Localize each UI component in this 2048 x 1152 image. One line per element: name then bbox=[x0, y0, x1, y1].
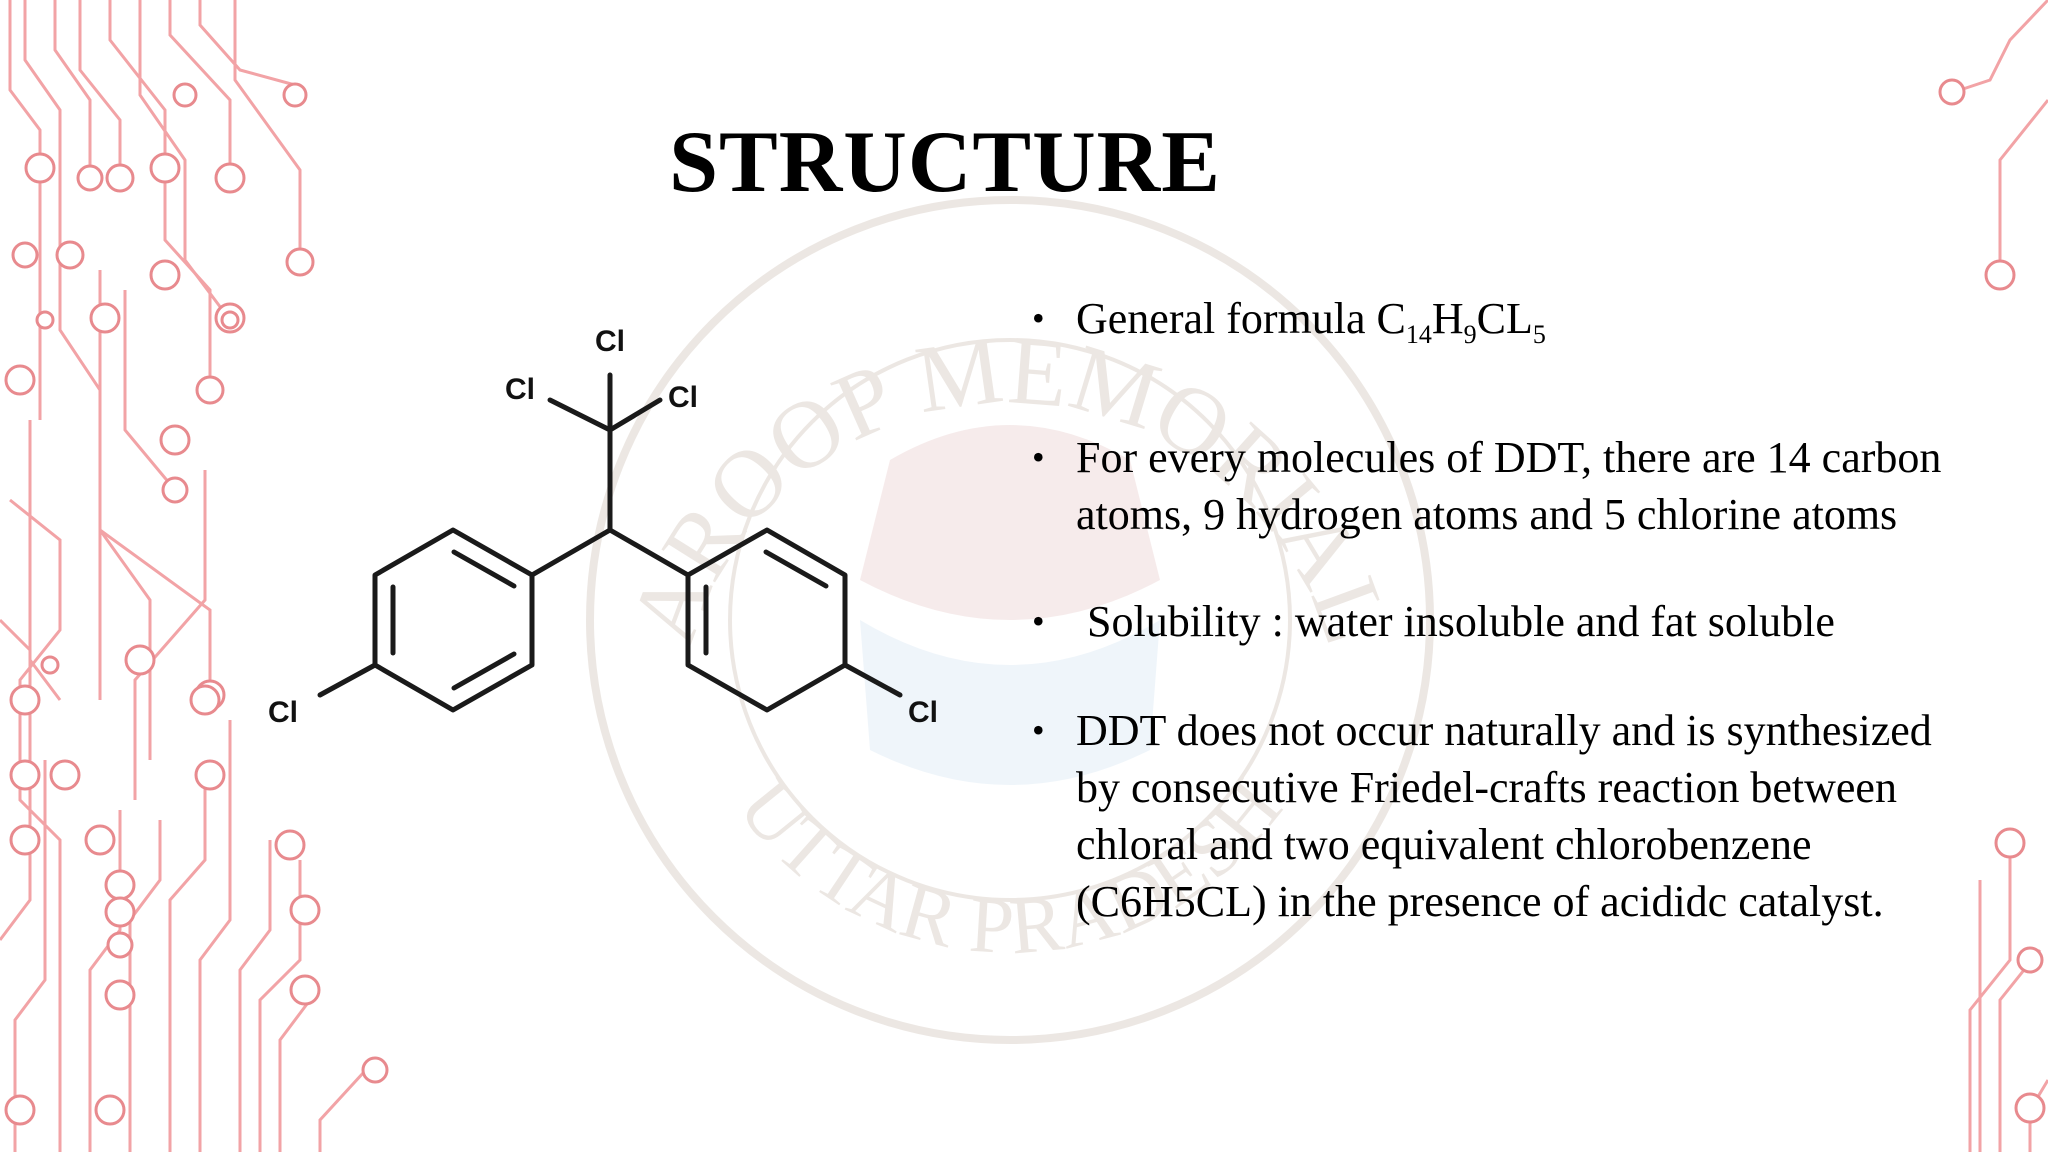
atom-label-cl-top: Cl bbox=[595, 325, 625, 358]
atom-label-cl-left: Cl bbox=[505, 373, 535, 406]
bullet-dot: • bbox=[1032, 437, 1045, 477]
bullet-solubility: • Solubility : water insoluble and fat s… bbox=[1020, 593, 1950, 650]
slide-title: STRUCTURE bbox=[669, 114, 1221, 211]
bullet-text: Solubility : water insoluble and fat sol… bbox=[1076, 597, 1835, 646]
formula-subscript-h: 9 bbox=[1463, 320, 1477, 349]
bullet-general-formula: • General formula C14H9CL5 bbox=[1020, 290, 1950, 363]
formula-subscript-c: 14 bbox=[1405, 320, 1432, 349]
circuit-decoration-right bbox=[1938, 0, 2048, 1152]
bullet-atom-counts: • For every molecules of DDT, there are … bbox=[1020, 429, 1950, 543]
bullet-text: For every molecules of DDT, there are 14… bbox=[1076, 433, 1942, 539]
bullet-text: DDT does not occur naturally and is synt… bbox=[1076, 706, 1932, 926]
formula-prefix: General formula bbox=[1076, 294, 1377, 343]
bullet-dot: • bbox=[1032, 710, 1045, 750]
formula-element-cl: CL bbox=[1476, 294, 1533, 343]
formula-element-h: H bbox=[1431, 294, 1464, 343]
bullet-synthesis: • DDT does not occur naturally and is sy… bbox=[1020, 702, 1950, 930]
atom-label-cl-far-left: Cl bbox=[268, 696, 298, 729]
bullet-dot: • bbox=[1032, 601, 1045, 641]
university-seal-watermark: SHRI RAMSWAROOP MEMORIAL UNIVERSITY UTTA… bbox=[560, 60, 1434, 1044]
circuit-decoration-left bbox=[0, 0, 389, 1152]
atom-label-cl-right: Cl bbox=[668, 381, 698, 414]
bullet-dot: • bbox=[1032, 298, 1045, 338]
formula-subscript-cl: 5 bbox=[1532, 320, 1546, 349]
bullet-list: • General formula C14H9CL5 • For every m… bbox=[1020, 290, 1950, 930]
atom-label-cl-far-right: Cl bbox=[908, 696, 938, 729]
formula-element-c: C bbox=[1376, 294, 1406, 343]
ddt-structure-diagram: Cl Cl Cl Cl Cl bbox=[268, 325, 938, 729]
